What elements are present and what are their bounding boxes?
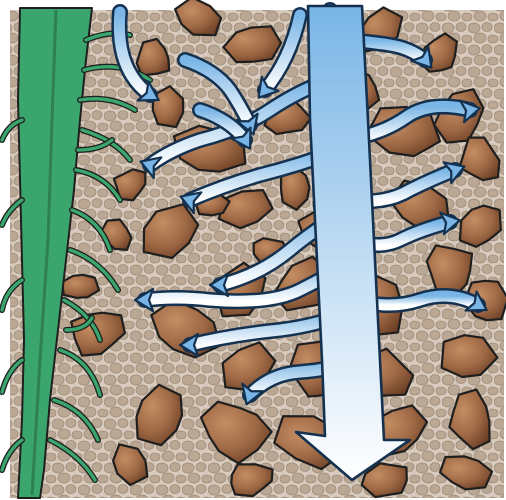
top-margin [0,0,506,6]
pebble [62,275,99,298]
